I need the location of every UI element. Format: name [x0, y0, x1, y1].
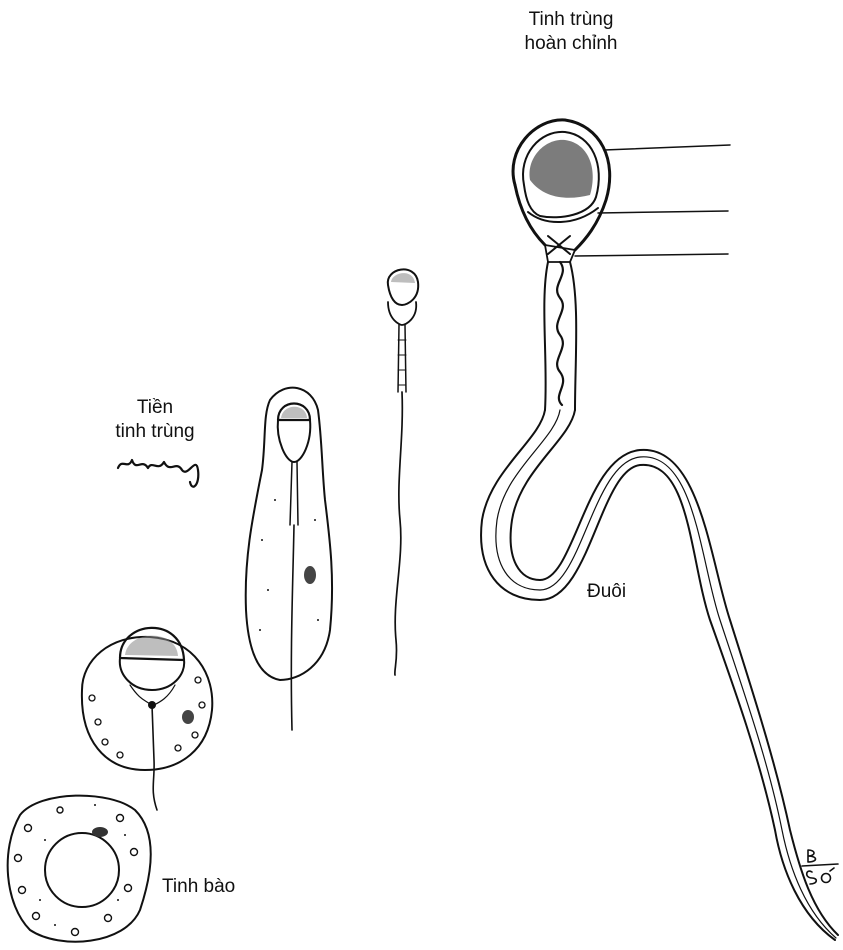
- elongating-spermatid-cell: [246, 388, 332, 730]
- label-spermatid: Tiền tinh trùng: [100, 396, 210, 444]
- label-mature-sperm-line2: hoàn chỉnh: [506, 32, 636, 56]
- label-mature-sperm: Tinh trùng hoàn chỉnh: [506, 8, 636, 56]
- label-spermatocyte: Tinh bào: [162, 875, 235, 899]
- label-tail: Đuôi: [587, 580, 626, 604]
- label-mature-sperm-line1: Tinh trùng: [506, 8, 636, 32]
- mature-sperm-cell: [481, 120, 838, 940]
- early-spermatid-cell: [82, 628, 212, 810]
- artist-signature: [802, 850, 838, 884]
- spermatocyte-cell: [8, 796, 151, 942]
- late-spermatid-cell: [388, 269, 418, 675]
- label-spermatid-line1: Tiền: [100, 396, 210, 420]
- label-spermatid-line2: tinh trùng: [100, 420, 210, 444]
- scribble-mark: [118, 460, 198, 487]
